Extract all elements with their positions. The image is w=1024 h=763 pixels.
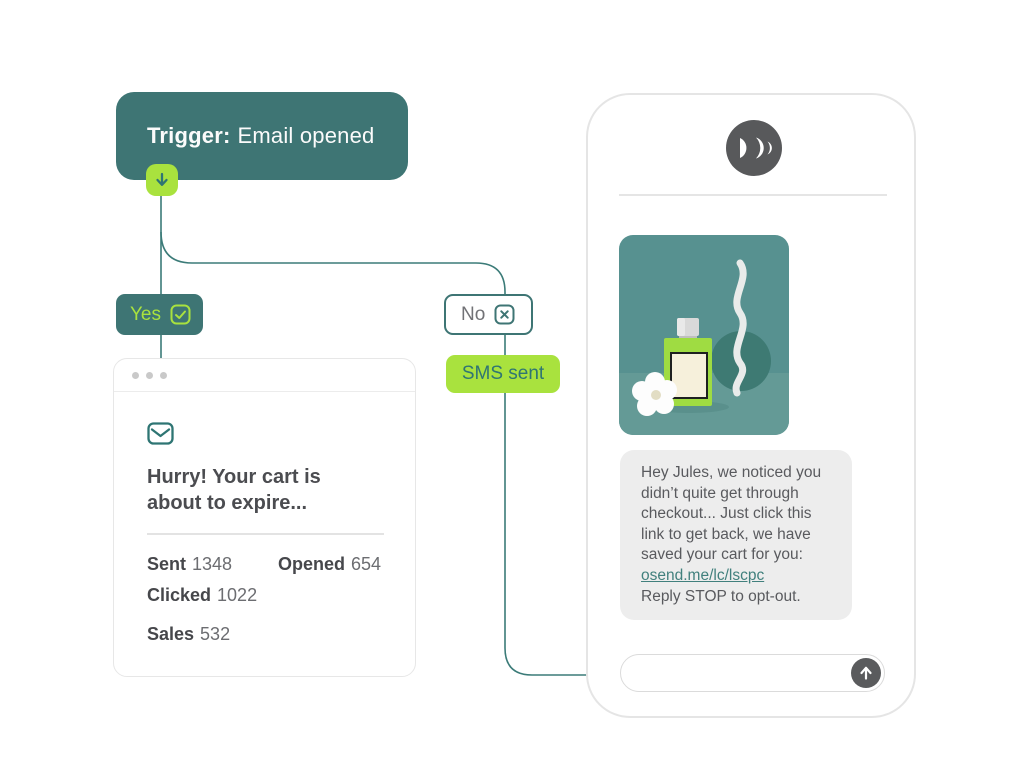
perfume-bottle-scene [619, 235, 789, 435]
omnisend-logo [726, 120, 782, 176]
stat-clicked: Clicked 1022 [147, 584, 258, 605]
email-subject-title: Hurry! Your cart is about to expire... [147, 466, 321, 514]
composer-input[interactable] [635, 657, 845, 688]
browser-window-bar [114, 359, 415, 392]
window-dot [132, 371, 139, 379]
trigger-node[interactable]: Trigger: Email opened [116, 92, 408, 180]
email-stats-card: Hurry! Your cart is about to expire... S… [113, 358, 416, 677]
envelope-icon [147, 422, 174, 445]
no-label: No [461, 303, 486, 325]
connector-trigger-to-no [160, 231, 506, 294]
trigger-output-port[interactable] [146, 164, 178, 196]
x-square-icon [494, 304, 515, 325]
divider [147, 533, 384, 535]
branch-no-badge[interactable]: No [444, 294, 533, 335]
arrow-up-icon [860, 666, 872, 680]
divider [619, 194, 887, 196]
email-stats: Sent 1348 Opened 654 Clicked 1022 [147, 554, 415, 645]
sms-message-bubble: Hey Jules, we noticed you didn’t quite g… [620, 450, 852, 621]
branch-yes-badge[interactable]: Yes [116, 294, 203, 335]
sms-message-link[interactable]: osend.me/lc/lscpc [641, 567, 765, 585]
stat-sales: Sales 532 [147, 623, 231, 644]
sms-sent-label: SMS sent [461, 363, 545, 384]
sms-message-text: Hey Jules, we noticed you didn’t quite g… [641, 464, 822, 564]
trigger-label: Email opened [237, 123, 375, 148]
connector-sms-to-phone [504, 393, 587, 676]
check-square-icon [170, 304, 191, 325]
product-photo [619, 235, 789, 435]
phone-mockup: Hey Jules, we noticed you didn’t quite g… [586, 93, 916, 718]
trigger-prefix: Trigger: [147, 123, 231, 148]
window-dot [160, 371, 167, 379]
sms-opt-out-text: Reply STOP to opt-out. [641, 587, 801, 605]
stat-sent: Sent 1348 [147, 553, 233, 574]
stat-opened: Opened 654 [278, 553, 382, 574]
message-composer [620, 654, 885, 692]
sms-sent-badge[interactable]: SMS sent [446, 355, 560, 393]
arrow-down-icon [156, 172, 168, 186]
send-button[interactable] [851, 657, 881, 688]
window-dot [146, 371, 153, 379]
yes-label: Yes [130, 303, 161, 325]
